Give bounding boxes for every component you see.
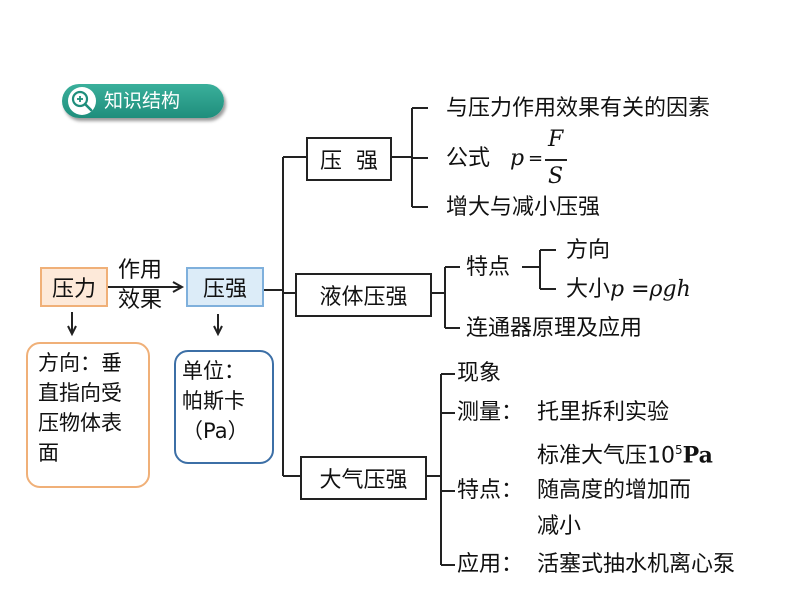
effect-label-line2: 效果	[118, 288, 163, 313]
formula-numerator: F	[548, 127, 564, 152]
air-features-1: 随高度的增加而	[537, 478, 692, 503]
section-header: 知识结构	[62, 84, 224, 118]
air-features-2: 减小	[537, 514, 582, 539]
liquid-direction: 方向	[566, 238, 611, 263]
formula-eq: =	[528, 148, 544, 169]
liquid-features: 特点	[466, 255, 511, 280]
air-features-label: 特点：	[457, 478, 524, 503]
force-description-box: 方向：垂 直指向受 压物体表 面	[26, 342, 150, 488]
unit-description: 单位： 帕斯卡 （Pa）	[182, 359, 249, 443]
section-title: 知识结构	[104, 90, 181, 112]
pressure-factors: 与压力作用效果有关的因素	[446, 96, 711, 121]
pressure-force-label: 压力	[51, 277, 96, 302]
pressure-main-label: 压强	[202, 277, 247, 302]
pressure-box: 压 强	[306, 137, 392, 181]
formula-denominator: S	[548, 164, 564, 189]
air-measure-exponent: 5	[675, 443, 683, 457]
arrow-head	[172, 281, 185, 293]
increase-decrease: 增大与减小压强	[446, 195, 601, 220]
force-description: 方向：垂 直指向受 压物体表 面	[38, 351, 122, 465]
pressure-force-box: 压力	[40, 267, 108, 307]
air-measure-label: 测量：	[457, 400, 524, 425]
air-measure-1: 托里拆利实验	[537, 400, 670, 425]
formula-p: p	[510, 146, 525, 171]
fraction-bar	[545, 159, 567, 161]
liquid-formula-p: p	[610, 277, 625, 302]
air-measure-2-text: 标准大气压10	[537, 443, 675, 469]
air-apply: 活塞式抽水机离心泵	[537, 552, 736, 577]
connected-vessels: 连通器原理及应用	[466, 316, 643, 341]
air-pressure-label: 大气压强	[319, 468, 408, 493]
liquid-formula-rhs: ρgh	[649, 277, 691, 302]
pressure-main-box: 压强	[186, 267, 264, 307]
liquid-magnitude: 大小p =ρgh	[566, 277, 691, 303]
air-measure-unit: Pa	[682, 442, 713, 469]
air-phenomena: 现象	[457, 361, 502, 386]
effect-label-line1: 作用	[118, 258, 163, 283]
liquid-formula-eq: =	[624, 277, 650, 302]
pressure-box-label: 压 强	[320, 149, 378, 174]
air-pressure-box: 大气压强	[300, 456, 427, 500]
air-apply-label: 应用：	[457, 552, 524, 577]
formula-label: 公式	[446, 146, 491, 171]
liquid-pressure-box: 液体压强	[295, 273, 432, 317]
unit-description-box: 单位： 帕斯卡 （Pa）	[174, 350, 274, 464]
air-measure-2: 标准大气压105Pa	[537, 437, 713, 469]
liquid-pressure-label: 液体压强	[319, 285, 408, 310]
magnifier-plus-icon	[68, 87, 96, 115]
liquid-magnitude-label: 大小	[566, 277, 611, 302]
